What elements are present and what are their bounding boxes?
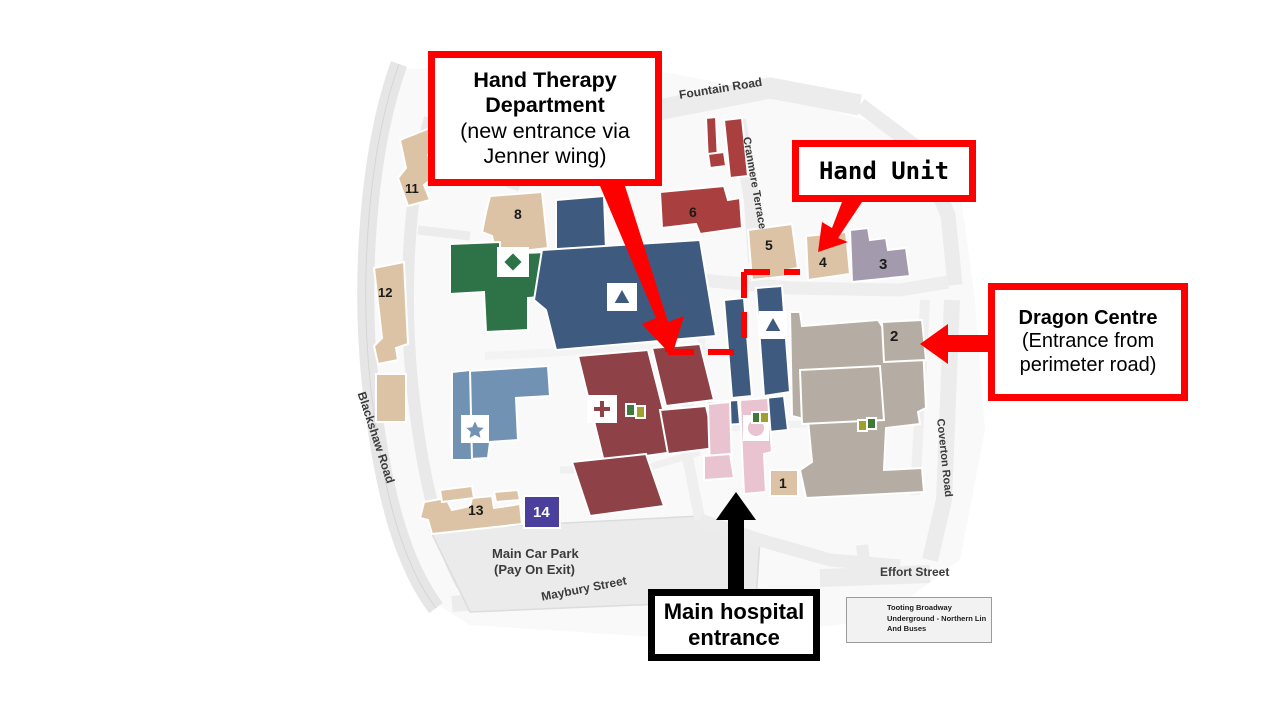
arrow-main-entrance xyxy=(716,492,756,589)
building-number-2: 2 xyxy=(890,328,899,345)
building-number-5: 5 xyxy=(765,237,773,253)
transport-info-box: Tooting Broadway Underground - Northern … xyxy=(846,597,992,643)
transport-line-3: And Buses xyxy=(887,624,927,634)
buildings-layer xyxy=(372,115,928,536)
arrow-dragon-centre xyxy=(920,324,988,364)
star-icon xyxy=(461,416,489,442)
street-label-effort-street: Effort Street xyxy=(880,565,950,579)
callout-hand-therapy-title-line2: Department xyxy=(485,93,605,118)
area-label-car-park-line1: Main Car Park xyxy=(492,546,579,561)
callout-hand-therapy-sub-line1: (new entrance via xyxy=(460,118,630,143)
building-number-6: 6 xyxy=(689,204,697,220)
building-number-12: 12 xyxy=(378,285,393,300)
arrow-hand-unit xyxy=(818,202,862,252)
callout-hand-unit: Hand Unit xyxy=(792,140,976,202)
callout-hand-therapy-department: Hand Therapy Department (new entrance vi… xyxy=(428,51,662,186)
area-label-car-park-line2: (Pay On Exit) xyxy=(494,562,575,577)
callout-hand-therapy-title-line1: Hand Therapy xyxy=(473,67,617,92)
triangle-icon xyxy=(762,313,784,333)
building-number-13: 13 xyxy=(468,502,484,518)
callout-dragon-sub-line1: (Entrance from xyxy=(1021,330,1155,353)
building-number-11: 11 xyxy=(405,181,419,196)
triangle-icon xyxy=(611,285,633,305)
building-number-8: 8 xyxy=(514,206,522,222)
diamond-icon xyxy=(501,250,525,274)
callout-hand-unit-title: Hand Unit xyxy=(818,156,950,185)
building-number-4: 4 xyxy=(819,254,827,270)
arrow-hand-therapy xyxy=(600,186,684,356)
callout-hand-therapy-sub-line2: Jenner wing) xyxy=(483,143,607,168)
callout-main-entrance-line1: Main hospital xyxy=(663,599,805,625)
transport-line-2: Underground - Northern Lin xyxy=(887,613,987,623)
building-number-14: 14 xyxy=(533,504,550,521)
annotation-arrows xyxy=(600,186,988,589)
callout-dragon-centre: Dragon Centre (Entrance from perimeter r… xyxy=(988,283,1188,401)
callout-main-hospital-entrance: Main hospital entrance xyxy=(648,589,820,661)
transport-line-1: Tooting Broadway xyxy=(887,603,952,612)
callout-main-entrance-line2: entrance xyxy=(688,625,780,650)
cross-icon xyxy=(592,399,612,419)
building-number-3: 3 xyxy=(879,256,888,273)
callout-dragon-title: Dragon Centre xyxy=(1018,306,1158,329)
callout-dragon-sub-line2: perimeter road) xyxy=(1019,353,1157,376)
building-number-1: 1 xyxy=(779,475,787,491)
